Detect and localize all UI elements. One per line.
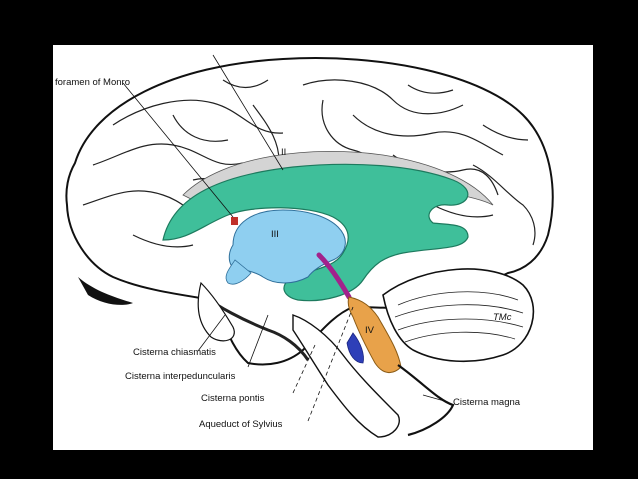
temporal-lobe [197, 281, 235, 342]
label-cisterna-chiasmatis: Cisterna chiasmatis [133, 347, 216, 358]
label-ventricle-ii: II [281, 147, 286, 158]
label-aqueduct-of-sylvius: Aqueduct of Sylvius [199, 419, 283, 430]
label-cisterna-pontis: Cisterna pontis [201, 393, 265, 404]
aqueduct-of-sylvius[interactable] [316, 252, 352, 300]
label-cisterna-magna: Cisterna magna [453, 397, 521, 408]
artist-signature: TMc [493, 312, 512, 323]
cerebellum-folia [394, 291, 524, 343]
brain-ventricle-diagram: foramen of Monro Cisterna chiasmatis Cis… [55, 54, 554, 438]
third-ventricle-recess [225, 259, 252, 285]
cerebellum [382, 268, 535, 363]
label-ventricle-iv: IV [365, 325, 375, 336]
label-foramen-of-monro: foramen of Monro [55, 77, 130, 88]
label-cisterna-interpeduncularis: Cisterna interpeduncularis [125, 371, 236, 382]
fourth-ventricle[interactable] [347, 296, 402, 373]
brainstem [292, 314, 400, 438]
csf-space [78, 277, 133, 305]
label-ventricle-iii: III [271, 229, 279, 240]
diagram-panel: foramen of Monro Cisterna chiasmatis Cis… [53, 45, 593, 450]
cisterna-magna-outline [397, 364, 455, 437]
foramen-of-monro-mark [231, 217, 238, 225]
leader-lines [122, 54, 449, 422]
lateral-ventricle[interactable] [162, 163, 469, 302]
cistern-pontis-region [346, 332, 364, 364]
